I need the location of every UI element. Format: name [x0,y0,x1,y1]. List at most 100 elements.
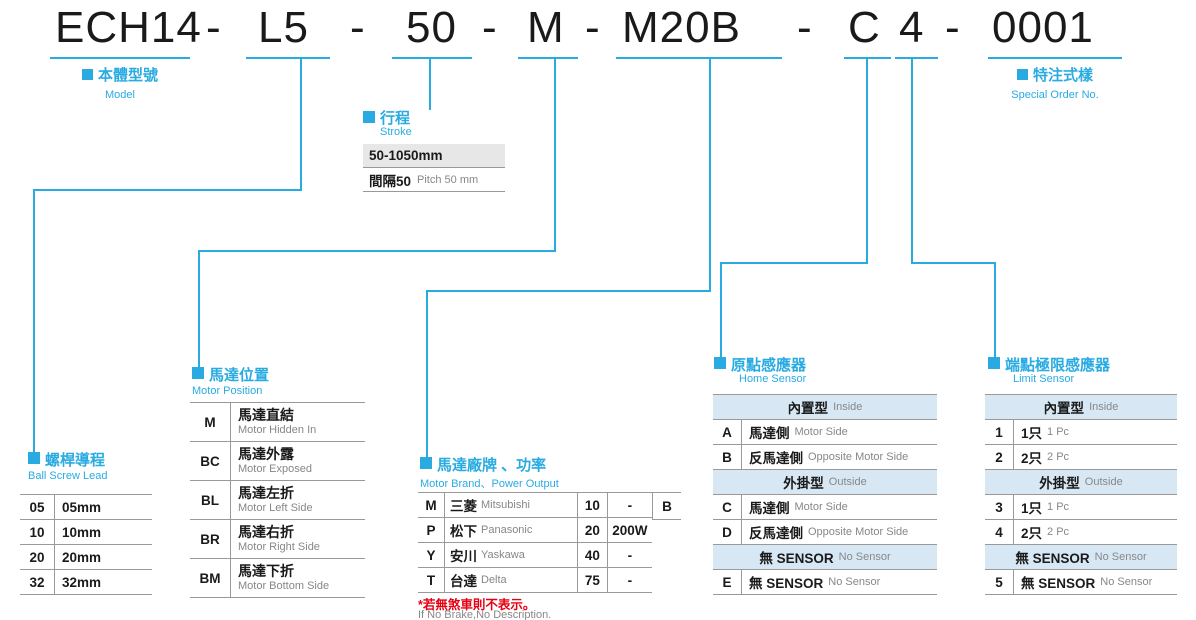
sensor-zh: 馬達側 [749,426,790,441]
stroke-pitch-zh: 間隔50 [369,173,412,189]
stroke-pitch-row: 間隔50 Pitch 50 mm [363,168,505,192]
sensor-en: 1 Pc [1047,426,1070,438]
model-label: 本體型號 Model [50,64,190,101]
position-en: Motor Hidden In [238,424,317,436]
sensor-en: 1 Pc [1047,501,1070,513]
section-bullet-icon [81,69,93,80]
sensor-code: E [713,570,742,594]
section-header-en: Outside [828,476,867,488]
brand-code: T [418,568,445,592]
sensor-code: D [713,520,742,544]
table-row: Y 安川 Yaskawa 40 - [418,543,652,568]
table-row: 32 32mm [20,570,152,595]
sensor-zh: 2只 [1021,451,1043,466]
position-zh: 馬達下折 [238,563,294,579]
model-separator: - [945,3,961,52]
brand-en: Mitsubishi [481,499,530,511]
brand-zh: 三菱 [450,499,477,514]
model-segment-stroke: 50 [406,3,457,52]
position-en: Motor Exposed [238,463,312,475]
limit-sensor-title-en: Limit Sensor [1013,373,1075,385]
underline-body [50,57,190,59]
model-separator: - [585,3,601,52]
connector-line [426,290,711,292]
table-row: P 松下 Panasonic 20 200W [418,518,652,543]
connector-line [554,57,556,252]
lead-code: 10 [20,520,55,544]
section-header-en: No Sensor [838,551,891,563]
table-row: 05 05mm [20,495,152,520]
connector-line [198,250,200,367]
stroke-range: 50-1050mm [369,148,443,163]
sensor-code: C [713,495,742,519]
stroke-pitch-en: Pitch 50 mm [417,173,479,186]
underline-lead [246,57,330,59]
table-row: BR 馬達右折 Motor Right Side [190,520,365,559]
sensor-zh: 馬達側 [749,501,790,516]
stroke-range-row: 50-1050mm [363,144,505,168]
position-en: Motor Bottom Side [238,580,330,592]
sensor-en: Motor Side [794,501,848,513]
model-segment-motor-brand: M20B [622,3,741,52]
special-order-label-zh: 特注式樣 [1032,67,1093,84]
special-order-label-en: Special Order No. [1011,89,1099,101]
section-bullet-icon [28,452,40,464]
table-row: 20 20mm [20,545,152,570]
sensor-zh: 2只 [1021,526,1043,541]
position-zh: 馬達右折 [238,524,294,540]
connector-line [429,57,431,110]
brand-zh: 台達 [450,574,477,589]
lead-desc: 20mm [62,549,102,565]
sensor-en: Opposite Motor Side [808,526,909,538]
position-code: BL [190,481,231,519]
underline-limit-sensor [895,57,938,59]
power-code: 75 [578,568,608,592]
brand-zh: 安川 [450,549,477,564]
connector-line [994,262,996,357]
model-segment-body: ECH14 [55,3,202,52]
model-segment-lead: L5 [258,3,309,52]
power-value: - [627,572,633,588]
model-label-zh: 本體型號 [97,67,158,84]
sensor-code: 2 [985,445,1014,469]
brake-note-zh: *若無煞車則不表示。 [418,598,536,612]
connector-line [911,57,913,264]
sensor-en: Motor Side [794,426,848,438]
sensor-zh: 無 SENSOR [749,576,824,591]
ball-screw-title-en: Ball Screw Lead [28,470,108,482]
stroke-title-en: Stroke [380,126,412,138]
home-sensor-title-en: Home Sensor [739,373,807,385]
position-code: BC [190,442,231,480]
section-bullet-icon [988,357,1000,369]
model-separator: - [350,3,366,52]
section-bullet-icon [1016,69,1028,80]
table-row: T 台達 Delta 75 - [418,568,652,593]
brake-note-en: If No Brake,No Description. [418,609,552,620]
brand-en: Yaskawa [481,549,525,561]
section-bullet-icon [420,457,432,469]
position-zh: 馬達左折 [238,485,294,501]
brand-zh: 松下 [450,524,477,539]
connector-line [33,189,302,191]
model-segment-motor-position: M [527,3,565,52]
section-header-zh: 外掛型 [1039,476,1080,491]
brand-code: Y [418,543,445,567]
ball-screw-lead-table: 05 05mm 10 10mm 20 20mm 32 32mm [20,494,152,595]
table-row: BL 馬達左折 Motor Left Side [190,481,365,520]
sensor-en: No Sensor [1100,576,1153,588]
brand-en: Panasonic [481,524,533,536]
position-zh: 馬達直結 [238,407,294,423]
motor-brand-title-en: Motor Brand、Power Output [420,478,559,490]
brake-code-cell: B [652,492,681,520]
section-bullet-icon [363,111,375,123]
table-row: 10 10mm [20,520,152,545]
position-code: BR [190,520,231,558]
connector-line [866,57,868,264]
table-section-header: 內置型 Inside [985,395,1177,420]
